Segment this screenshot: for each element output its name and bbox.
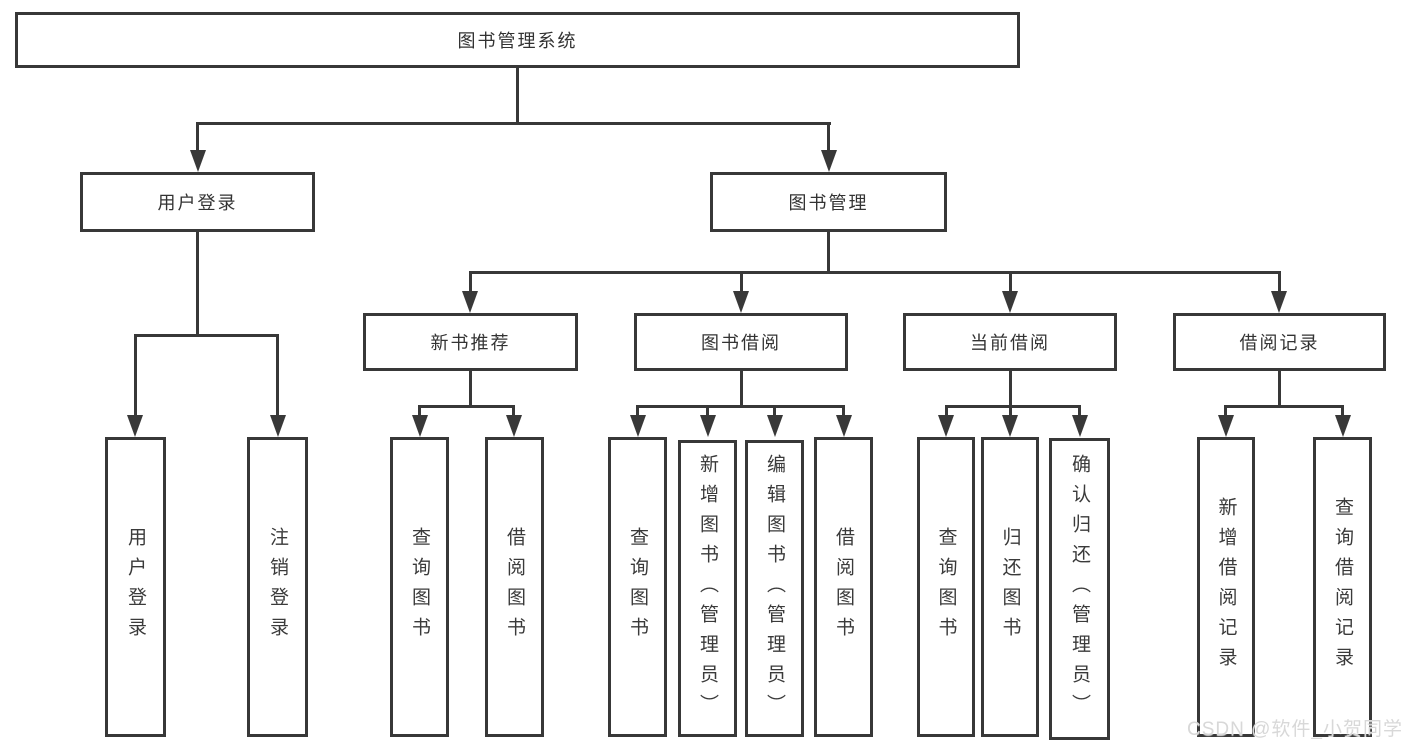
node-current-borrowing-label: 当前借阅 — [970, 333, 1050, 353]
connector-newbook-stem — [469, 371, 472, 405]
arrow-down-icon — [938, 415, 954, 437]
node-current-borrowing: 当前借阅 — [903, 313, 1117, 371]
arrow-down-icon — [767, 415, 783, 437]
leaf-records-query-record-label: 查询借阅记录 — [1332, 497, 1353, 677]
leaf-current-query-books: 查询图书 — [917, 437, 975, 737]
node-book-management-label: 图书管理 — [788, 193, 869, 213]
connector-level3-drop — [740, 274, 743, 291]
leaf-borrow-query-books: 查询图书 — [608, 437, 667, 737]
connector-borrow-branch — [636, 405, 845, 408]
connector-level3-drop — [1278, 274, 1281, 291]
connector-leaf-drop — [706, 408, 709, 415]
arrow-down-icon — [733, 291, 749, 313]
connector-leaf-drop — [1224, 408, 1227, 415]
leaf-borrow-add-books-admin: 新增图书（管理员） — [678, 440, 737, 737]
leaf-current-confirm-return-admin: 确认归还（管理员） — [1049, 438, 1110, 740]
arrow-down-icon — [836, 415, 852, 437]
leaf-records-add-record-label: 新增借阅记录 — [1215, 497, 1237, 677]
leaf-newbook-query-books: 查询图书 — [390, 437, 449, 737]
node-user-login: 用户登录 — [80, 172, 315, 232]
connector-leaf-drop — [1009, 408, 1012, 415]
connector-leaf-drop — [636, 408, 639, 415]
leaf-borrow-edit-books-admin-label: 编辑图书（管理员） — [764, 453, 785, 724]
connector-leaf-drop — [512, 408, 515, 415]
leaf-logout-label: 注销登录 — [267, 527, 288, 647]
leaf-current-query-books-label: 查询图书 — [935, 527, 957, 647]
arrow-down-icon — [506, 415, 522, 437]
leaf-current-return-books-label: 归还图书 — [999, 527, 1021, 647]
connector-leaf-drop — [276, 337, 279, 415]
leaf-current-return-books: 归还图书 — [981, 437, 1039, 737]
arrow-down-icon — [190, 150, 206, 172]
connector-current-stem — [1009, 371, 1012, 405]
arrow-down-icon — [1218, 415, 1234, 437]
connector-leaf-drop — [134, 337, 137, 415]
csdn-watermark: CSDN @软件_小贺同学 — [1187, 719, 1403, 740]
connector-level3-drop — [469, 274, 472, 291]
leaf-newbook-borrow-books-label: 借阅图书 — [504, 527, 525, 647]
connector-root-stem — [516, 68, 519, 122]
arrow-down-icon — [270, 415, 286, 437]
leaf-user-login: 用户登录 — [105, 437, 166, 737]
leaf-logout: 注销登录 — [247, 437, 308, 737]
connector-user-login-drop — [196, 125, 199, 150]
connector-leaf-drop — [418, 408, 421, 415]
node-new-book-recommend-label: 新书推荐 — [430, 333, 511, 353]
connector-leaf-drop — [1078, 408, 1081, 415]
connector-leaf-drop — [773, 408, 776, 415]
leaf-records-query-record: 查询借阅记录 — [1313, 437, 1372, 737]
leaf-user-login-label: 用户登录 — [125, 527, 146, 647]
node-book-management: 图书管理 — [710, 172, 947, 232]
arrow-down-icon — [462, 291, 478, 313]
leaf-records-add-record: 新增借阅记录 — [1197, 437, 1255, 737]
leaf-newbook-query-books-label: 查询图书 — [409, 527, 430, 647]
connector-mgmt-stem — [827, 232, 830, 271]
connector-records-branch — [1224, 405, 1344, 408]
node-book-borrowing: 图书借阅 — [634, 313, 848, 371]
node-book-borrowing-label: 图书借阅 — [701, 333, 781, 353]
leaf-current-confirm-return-admin-label: 确认归还（管理员） — [1069, 454, 1090, 724]
connector-book-mgmt-drop — [827, 125, 830, 150]
connector-records-stem — [1278, 371, 1281, 405]
connector-newbook-branch — [418, 405, 515, 408]
connector-borrow-stem — [740, 371, 743, 405]
arrow-down-icon — [1271, 291, 1287, 313]
connector-root-branch — [196, 122, 831, 125]
connector-current-branch — [945, 405, 1081, 408]
arrow-down-icon — [821, 150, 837, 172]
connector-level3-drop — [1009, 274, 1012, 291]
connector-leaf-drop — [1341, 408, 1344, 415]
arrow-down-icon — [630, 415, 646, 437]
connector-leaf-drop — [945, 408, 948, 415]
node-library-system: 图书管理系统 — [15, 12, 1020, 68]
node-borrow-records-label: 借阅记录 — [1239, 333, 1320, 353]
node-user-login-label: 用户登录 — [157, 193, 238, 213]
leaf-borrow-query-books-label: 查询图书 — [627, 527, 648, 647]
leaf-borrow-borrow-books-label: 借阅图书 — [833, 527, 854, 647]
connector-user-branch — [134, 334, 279, 337]
node-library-system-label: 图书管理系统 — [457, 31, 578, 51]
leaf-newbook-borrow-books: 借阅图书 — [485, 437, 544, 737]
arrow-down-icon — [1072, 415, 1088, 437]
connector-leaf-drop — [842, 408, 845, 415]
arrow-down-icon — [127, 415, 143, 437]
connector-user-stem — [196, 232, 199, 334]
arrow-down-icon — [1002, 291, 1018, 313]
node-new-book-recommend: 新书推荐 — [363, 313, 578, 371]
arrow-down-icon — [412, 415, 428, 437]
leaf-borrow-add-books-admin-label: 新增图书（管理员） — [697, 453, 718, 724]
node-borrow-records: 借阅记录 — [1173, 313, 1386, 371]
connector-level3-branch — [469, 271, 1281, 274]
leaf-borrow-borrow-books: 借阅图书 — [814, 437, 873, 737]
arrow-down-icon — [1002, 415, 1018, 437]
leaf-borrow-edit-books-admin: 编辑图书（管理员） — [745, 440, 804, 737]
arrow-down-icon — [1335, 415, 1351, 437]
arrow-down-icon — [700, 415, 716, 437]
